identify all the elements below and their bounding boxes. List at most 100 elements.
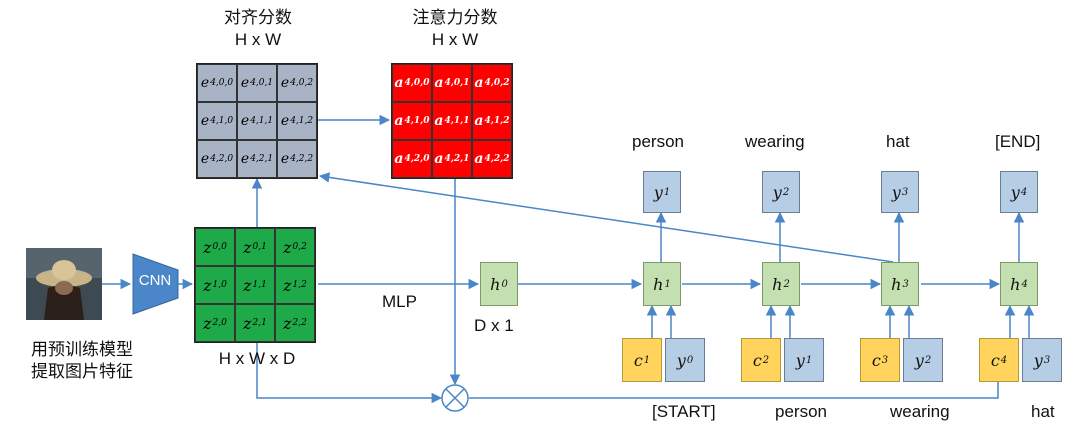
y-output-subscript: 1	[663, 186, 671, 198]
attention-score-cell-symbol: a	[394, 75, 404, 91]
attention-score-cell-symbol: a	[394, 151, 404, 167]
feature-cell-subscript: 1,0	[212, 280, 227, 290]
c-symbol: c	[871, 350, 881, 370]
y-output-subscript: 2	[782, 186, 790, 198]
feature-cell-subscript: 2,1	[252, 318, 267, 328]
y-symbol: y	[914, 350, 924, 370]
attention-score-cell-symbol: a	[434, 113, 444, 129]
feature-cell-subscript: 2,0	[212, 318, 227, 328]
h-symbol: h	[653, 274, 664, 294]
y-symbol: y	[795, 350, 805, 370]
alignment-score-cell-symbol: e	[200, 113, 210, 129]
c-symbol: c	[752, 350, 762, 370]
attention-score-cell-symbol: a	[394, 113, 404, 129]
c-subscript: 4	[1000, 354, 1008, 366]
input-word-1: [START]	[652, 402, 716, 421]
feature-cell-symbol: z	[283, 275, 292, 295]
output-word-1: person	[632, 132, 684, 151]
h0-dims: D x 1	[474, 316, 514, 335]
c-symbol: c	[633, 350, 643, 370]
alignment-score-cell-subscript: 4,1,1	[250, 116, 274, 126]
c-subscript: 1	[643, 354, 651, 366]
y-symbol: y	[653, 182, 663, 202]
alignment-score-cell-subscript: 4,0,2	[290, 78, 314, 88]
feature-cell-subscript: 1,2	[292, 280, 307, 290]
feature-cell-symbol: z	[203, 275, 212, 295]
output-word-3: hat	[886, 132, 910, 151]
y-output-subscript: 4	[1020, 186, 1028, 198]
feature-cell-subscript: 0,1	[252, 242, 267, 252]
attention-score-cell-symbol: a	[434, 75, 444, 91]
c-subscript: 2	[762, 354, 770, 366]
attention-score-cell-symbol: a	[474, 113, 484, 129]
align-dims: H x W	[234, 30, 282, 49]
feature-cell-symbol: z	[243, 275, 252, 295]
attention-score-cell-subscript: 4,0,0	[404, 78, 430, 88]
c-symbol: c	[990, 350, 1000, 370]
attention-score-cell-subscript: 4,0,2	[484, 78, 510, 88]
alignment-score-cell-symbol: e	[240, 113, 250, 129]
y-output-subscript: 3	[901, 186, 909, 198]
feature-cell-subscript: 1,1	[252, 280, 267, 290]
feature-cell-symbol: z	[243, 313, 252, 333]
input-word-4: hat	[1031, 402, 1055, 421]
output-word-2: wearing	[745, 132, 805, 151]
feature-cell-subscript: 2,2	[292, 318, 307, 328]
h0-subscript: 0	[501, 278, 508, 290]
h-symbol: h	[772, 274, 783, 294]
feature-cell-symbol: z	[203, 313, 212, 333]
attn-dims: H x W	[431, 30, 479, 49]
h0-symbol: h	[490, 274, 501, 294]
y-input-subscript: 0	[686, 354, 694, 366]
feature-cell-subscript: 0,2	[292, 242, 307, 252]
h-subscript: 4	[1021, 278, 1028, 290]
y-input-subscript: 2	[924, 354, 932, 366]
attention-score-cell-subscript: 4,2,0	[404, 154, 430, 164]
input-image	[26, 248, 102, 320]
alignment-score-cell-subscript: 4,2,2	[290, 154, 314, 164]
y-input-subscript: 1	[805, 354, 813, 366]
alignment-score-cell-subscript: 4,1,0	[210, 116, 234, 126]
y-symbol: y	[772, 182, 782, 202]
alignment-score-cell-subscript: 4,1,2	[290, 116, 314, 126]
alignment-score-cell-subscript: 4,2,0	[210, 154, 234, 164]
attention-score-cell-subscript: 4,1,0	[404, 116, 430, 126]
features-dims: H x W x D	[218, 349, 296, 368]
y-symbol: y	[1010, 182, 1020, 202]
attn-title: 注意力分数	[412, 8, 498, 28]
attention-score-cell-subscript: 4,1,1	[444, 116, 470, 126]
alignment-score-cell-symbol: e	[280, 113, 290, 129]
y-symbol: y	[1033, 350, 1043, 370]
alignment-score-cell-subscript: 4,0,1	[250, 78, 274, 88]
